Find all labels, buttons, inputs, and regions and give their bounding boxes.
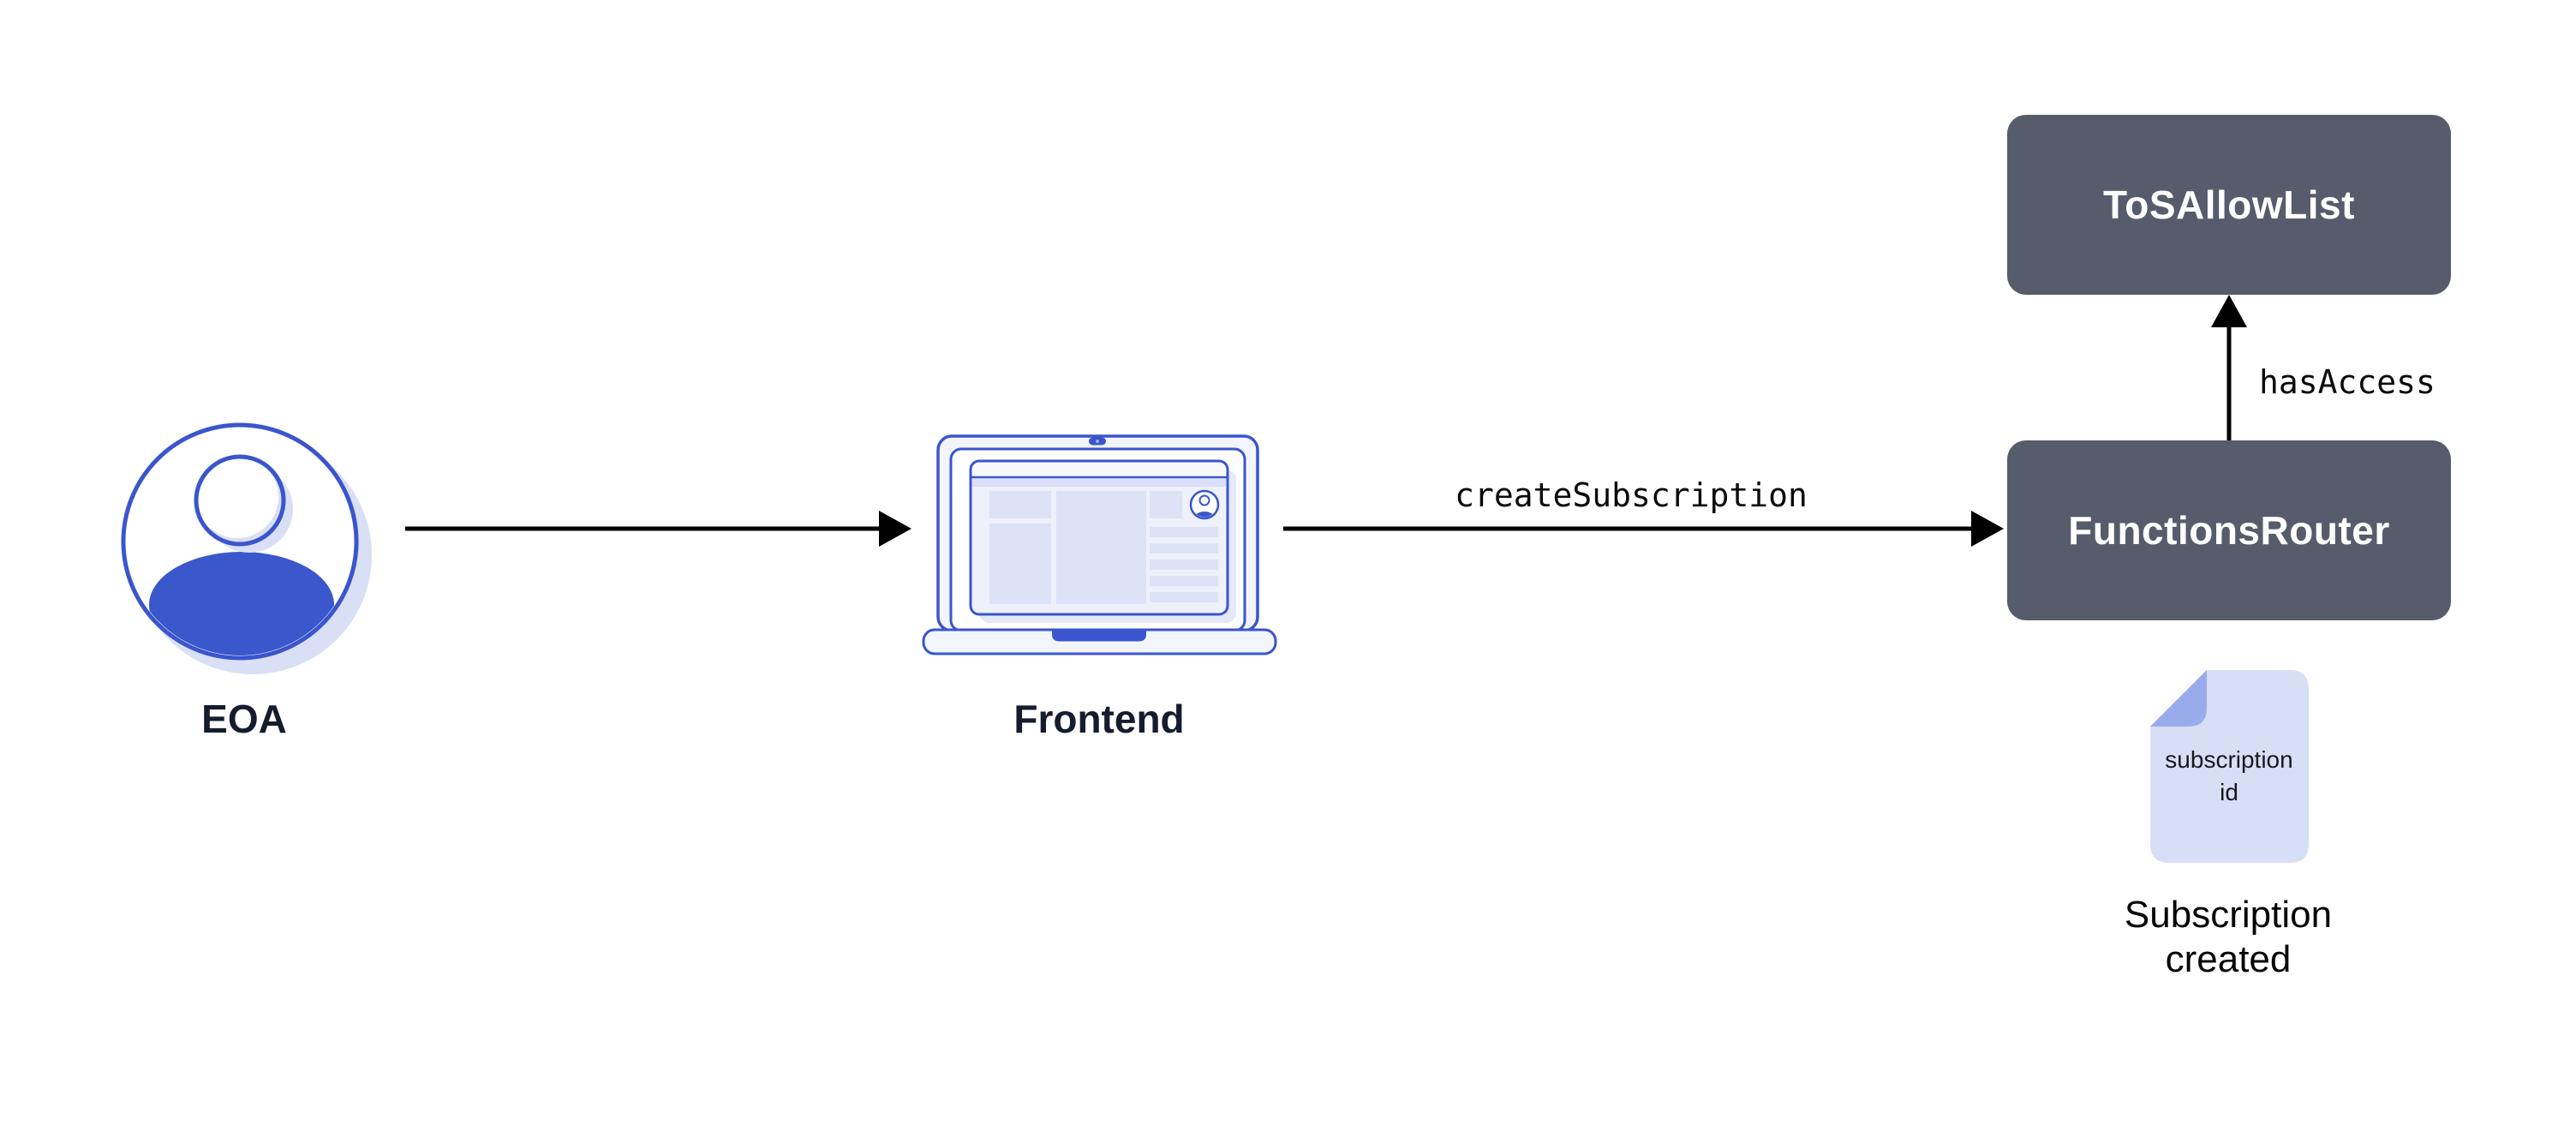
document-text-line1: subscription	[2165, 746, 2293, 773]
edge-label-createsubscription: createSubscription	[1455, 476, 1808, 514]
frontend-label: Frontend	[1013, 697, 1185, 741]
node-tosallowlist: ToSAllowList	[2007, 115, 2451, 295]
subscription-created-caption: Subscription created	[2091, 893, 2365, 982]
document-text: subscription id	[2148, 744, 2310, 809]
functionsrouter-label: FunctionsRouter	[2068, 508, 2390, 553]
arrow-frontend-to-functionsrouter	[1283, 511, 2004, 547]
browser-user-avatar-icon	[1189, 489, 1220, 520]
arrow-functionsrouter-to-tosallowlist	[2211, 295, 2247, 440]
user-avatar-icon	[121, 422, 372, 674]
node-functionsrouter: FunctionsRouter	[2007, 440, 2451, 620]
subscription-created-line2: created	[2165, 938, 2292, 980]
eoa-label: EOA	[201, 697, 287, 741]
document-text-line2: id	[2220, 779, 2238, 805]
tosallowlist-label: ToSAllowList	[2103, 183, 2355, 227]
laptop-icon	[922, 434, 1277, 655]
subscription-created-line1: Subscription	[2124, 894, 2333, 936]
document-icon	[2150, 670, 2309, 863]
edge-label-hasaccess: hasAccess	[2259, 363, 2436, 401]
arrow-eoa-to-frontend	[405, 511, 911, 547]
